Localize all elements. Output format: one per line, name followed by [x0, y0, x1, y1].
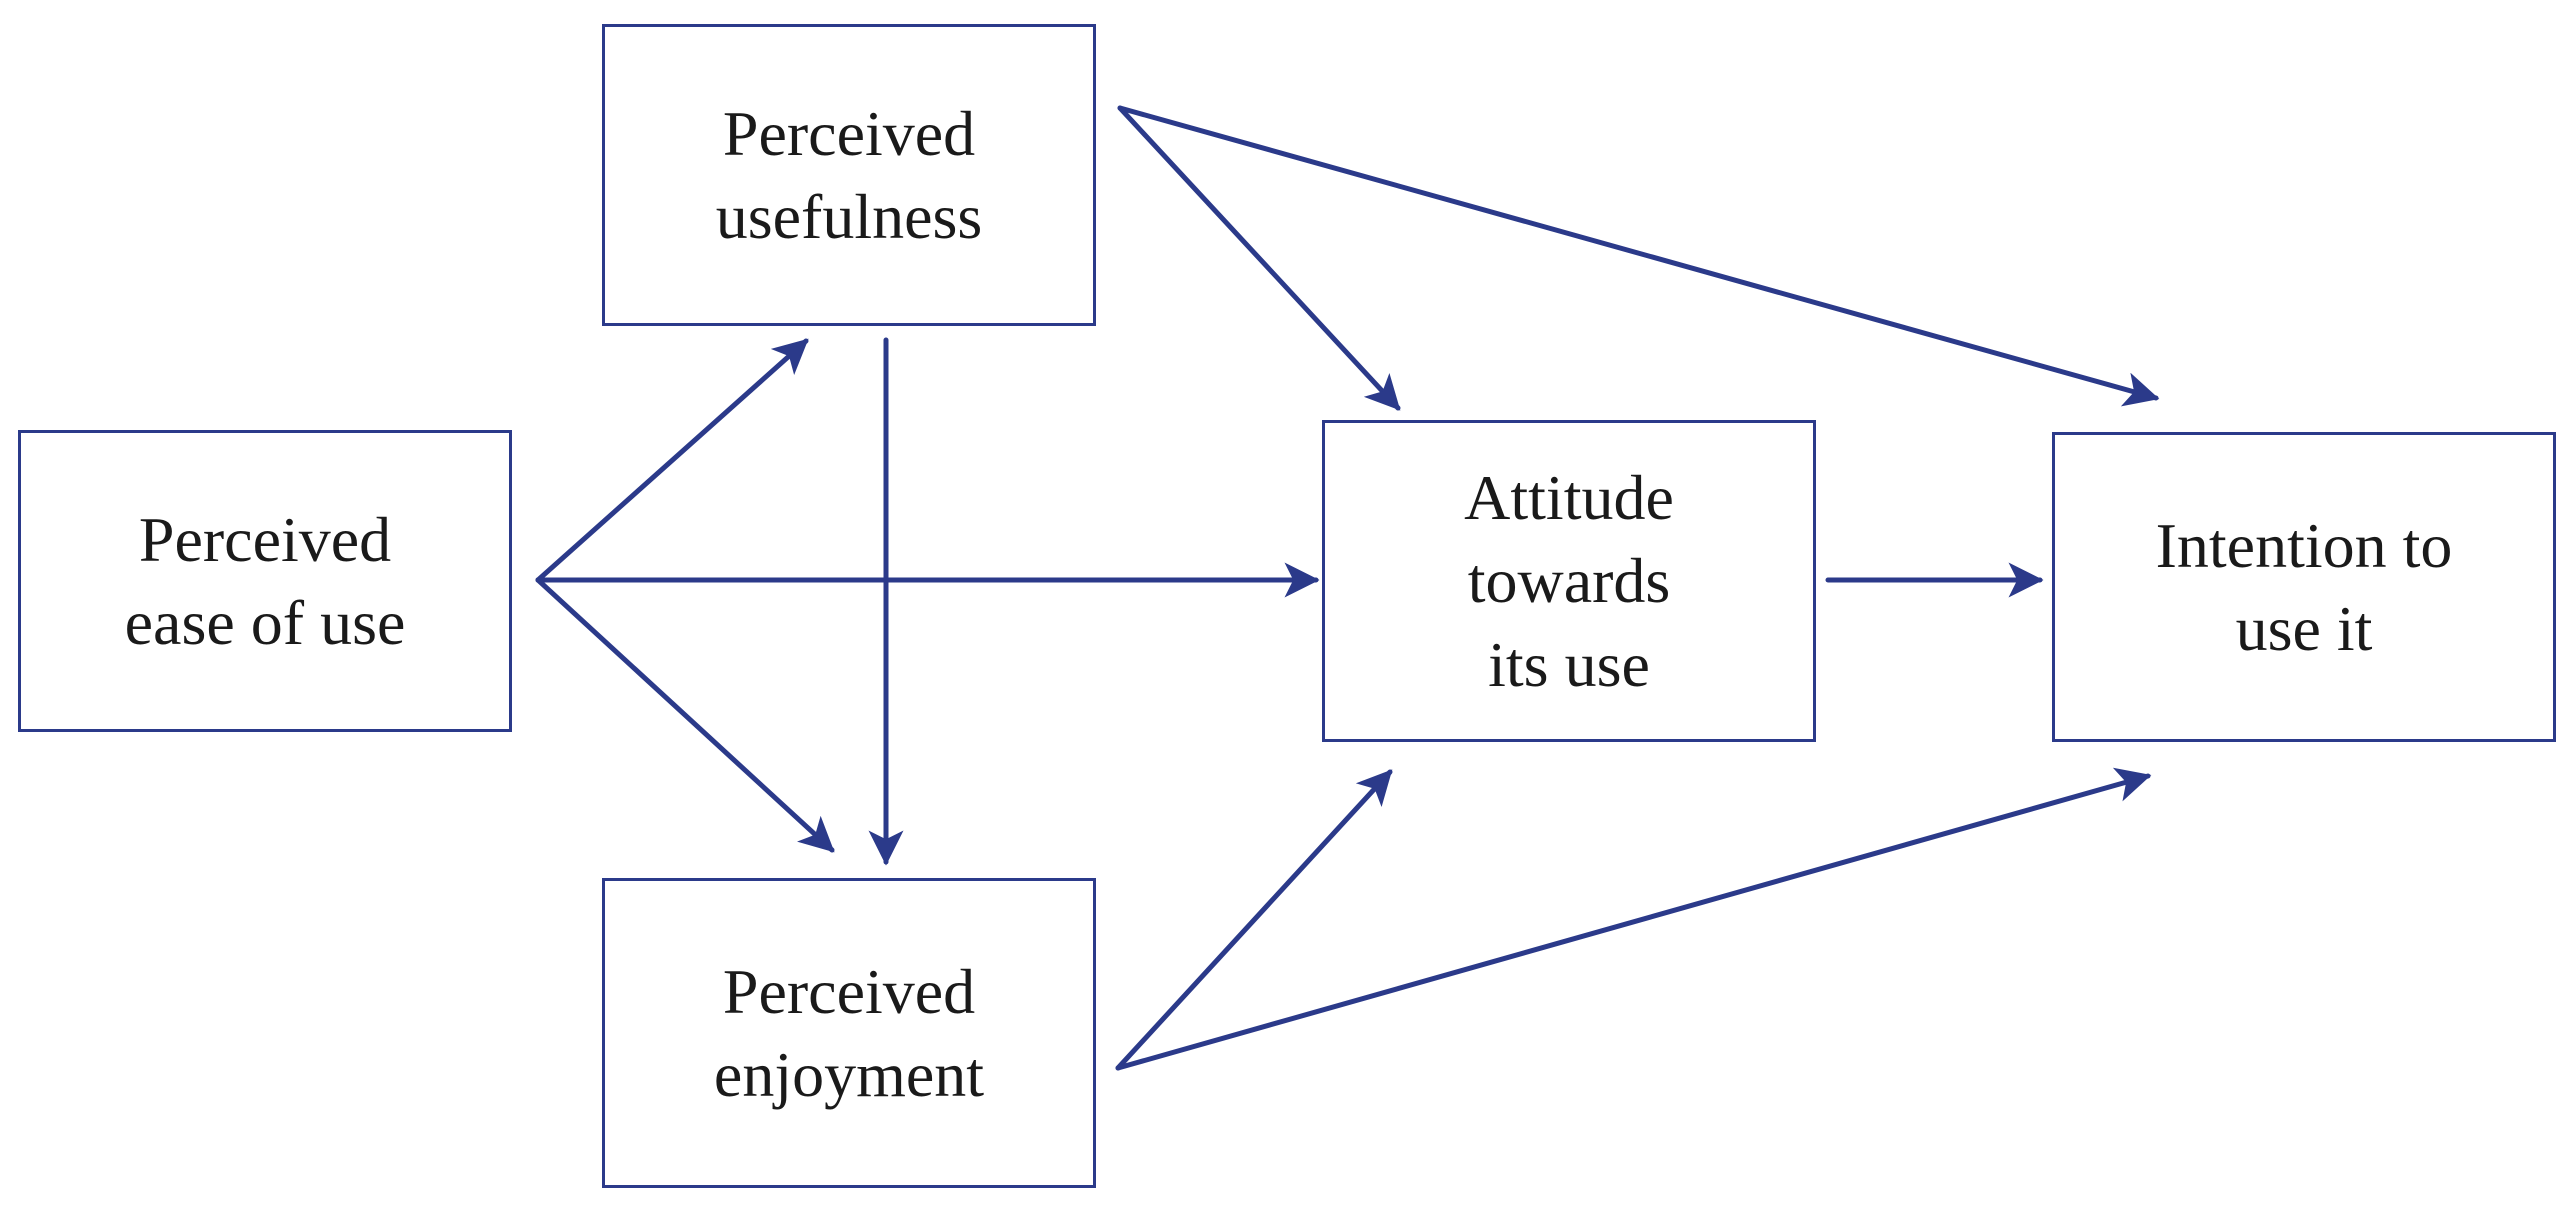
node-intention-to-use: Intention to use it — [2052, 432, 2556, 742]
arrow-usefulness-attitude — [1117, 105, 1401, 411]
node-label-line: Perceived — [722, 955, 976, 1027]
node-label-line: enjoyment — [713, 1039, 985, 1110]
arrow-enjoyment-intention — [1115, 767, 2152, 1071]
node-label: Attitude towards its use — [1464, 456, 1674, 706]
node-perceived-usefulness: Perceived usefulness — [602, 24, 1096, 326]
node-label-line: ease of use — [124, 587, 406, 658]
arrow-ease-usefulness — [535, 338, 809, 583]
node-attitude-towards-use: Attitude towards its use — [1322, 420, 1816, 742]
node-perceived-enjoyment: Perceived enjoyment — [602, 878, 1096, 1188]
node-label-line: Perceived — [138, 503, 392, 575]
arrow-ease-enjoyment — [535, 577, 835, 853]
arrow-enjoyment-attitude — [1115, 769, 1393, 1071]
node-label-line: towards — [1467, 545, 1671, 617]
node-label: Perceived ease of use — [125, 498, 406, 664]
node-label: Intention to use it — [2156, 504, 2453, 670]
node-label-line: use it — [2235, 593, 2373, 664]
node-label: Perceived usefulness — [716, 92, 983, 258]
node-label-line: its use — [1488, 628, 1650, 700]
node-label-line: Attitude — [1464, 462, 1674, 534]
node-label-line: Intention to — [2155, 509, 2453, 581]
node-label-line: usefulness — [715, 181, 983, 252]
node-perceived-ease-of-use: Perceived ease of use — [18, 430, 512, 732]
node-label-line: Perceived — [722, 97, 976, 169]
edge-group — [535, 105, 2160, 1071]
node-label: Perceived enjoyment — [714, 950, 984, 1116]
arrow-usefulness-intention — [1117, 105, 2160, 407]
